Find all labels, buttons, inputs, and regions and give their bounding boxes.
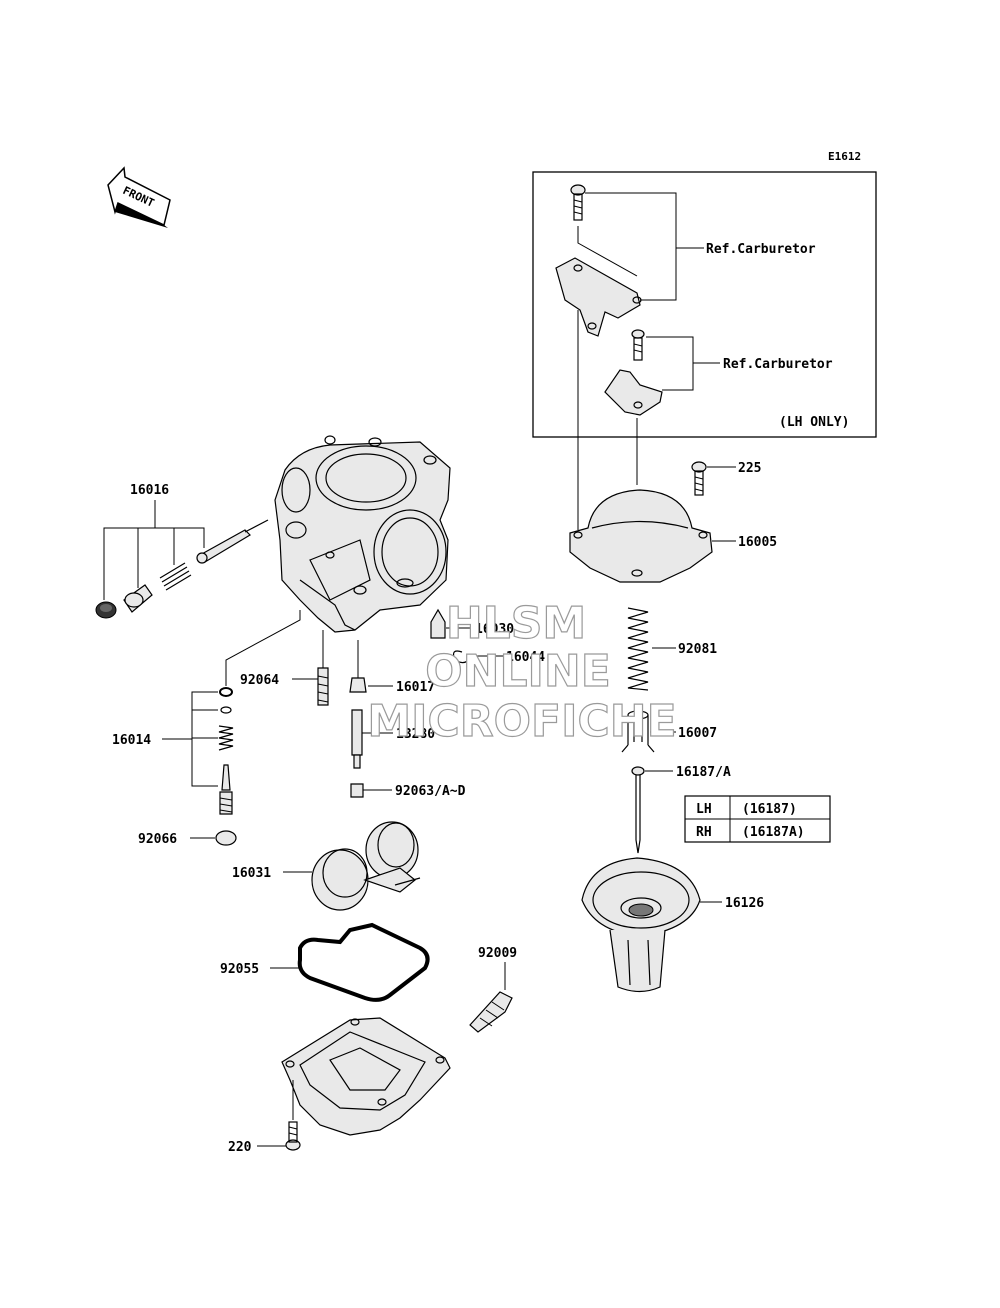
part-label: 16030 — [475, 622, 514, 637]
screw-icon — [631, 329, 645, 361]
diaphragm-piston-icon — [581, 857, 701, 993]
screw-icon — [691, 461, 707, 496]
bracket-icon — [555, 257, 642, 337]
jet-needle-icon — [631, 766, 645, 854]
watermark: HLSM ONLINE MICROFICHE — [367, 597, 678, 747]
part-label: 16187/A — [676, 765, 731, 780]
table-cell: LH — [696, 802, 712, 817]
bracket-icon — [604, 369, 663, 416]
part-label: 92009 — [478, 946, 517, 961]
watermark-line: ONLINE — [425, 646, 611, 697]
carburetor-body-icon — [274, 435, 451, 633]
float-pin-icon — [452, 650, 471, 664]
part-label: 92055 — [220, 962, 259, 977]
part-label: 92063/A~D — [395, 784, 466, 799]
spring-icon — [627, 607, 649, 691]
plug-icon — [215, 830, 237, 846]
idle-screw-assembly-icon — [95, 519, 269, 619]
ref-carburetor-label: Ref.Carburetor — [723, 357, 833, 372]
part-label: 92064 — [240, 673, 279, 688]
jet-icon — [317, 667, 329, 706]
screw-icon — [570, 184, 586, 221]
table-cell: (16187A) — [742, 825, 805, 840]
part-label: 16014 — [112, 733, 151, 748]
screw-icon — [285, 1121, 301, 1151]
diagram-code: E1612 — [828, 150, 861, 163]
float-valve-icon — [430, 608, 446, 639]
part-label: 92081 — [678, 642, 717, 657]
part-label: 16031 — [232, 866, 271, 881]
part-label: 92066 — [138, 832, 177, 847]
table-cell: RH — [696, 825, 712, 840]
part-label: 16126 — [725, 896, 764, 911]
float-icon — [311, 821, 421, 911]
variant-table: LH (16187) RH (16187A) — [684, 795, 831, 843]
part-label: 16044 — [506, 650, 545, 665]
needle-jet-icon — [351, 709, 363, 769]
drain-screw-icon — [469, 991, 513, 1033]
part-label: 220 — [228, 1140, 252, 1155]
lh-only-box: Ref.Carburetor Ref.Carburetor (LH ONLY) — [532, 171, 877, 438]
part-label: 13280 — [396, 727, 435, 742]
gasket-icon — [297, 922, 430, 1002]
front-arrow-icon: FRONT — [107, 166, 171, 228]
lh-only-note: (LH ONLY) — [779, 415, 849, 430]
part-label: 16017 — [396, 680, 435, 695]
part-label: 16005 — [738, 535, 777, 550]
pilot-screw-assembly-icon — [218, 687, 234, 815]
table-cell: (16187) — [742, 802, 797, 817]
part-label: 16007 — [678, 726, 717, 741]
needle-holder-icon — [621, 710, 655, 753]
part-label: 225 — [738, 461, 761, 476]
ref-carburetor-label: Ref.Carburetor — [706, 242, 816, 257]
watermark-line: MICROFICHE — [367, 696, 676, 747]
main-jet-icon — [350, 783, 364, 798]
float-bowl-icon — [281, 1017, 451, 1136]
jet-icon — [349, 677, 367, 693]
part-label: 16016 — [130, 483, 169, 498]
top-cover-icon — [569, 489, 713, 583]
watermark-line: HLSM — [446, 598, 586, 649]
